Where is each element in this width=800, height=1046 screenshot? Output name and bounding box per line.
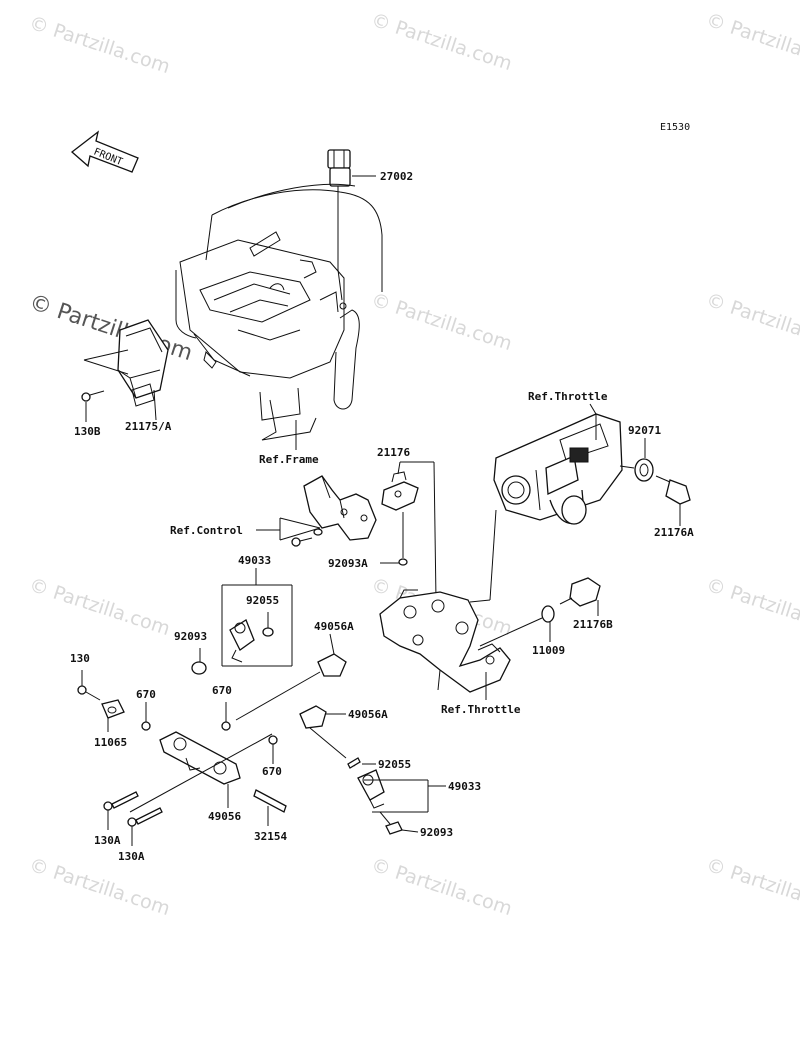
part-49056-fuel-rail bbox=[129, 731, 273, 813]
watermark: © Partzilla.com bbox=[703, 289, 800, 355]
part-11065-clamp bbox=[101, 699, 125, 732]
watermark: © Partzilla.com bbox=[703, 9, 800, 75]
label-92093-bottom: 92093 bbox=[420, 826, 453, 839]
part-27002-connector bbox=[327, 149, 376, 301]
label-130a-b: 130A bbox=[118, 850, 145, 863]
label-670-c: 670 bbox=[262, 765, 282, 778]
label-32154: 32154 bbox=[254, 830, 287, 843]
label-ref-frame: Ref.Frame bbox=[259, 453, 319, 466]
label-21175a: 21175/A bbox=[125, 420, 172, 433]
label-92055-bottom: 92055 bbox=[378, 758, 411, 771]
part-21175a-ecu bbox=[83, 319, 169, 421]
part-11009-gasket bbox=[479, 605, 555, 647]
part-130a-bolt-a bbox=[103, 791, 139, 830]
part-49056a-top bbox=[235, 633, 347, 721]
throttle-body-lower bbox=[379, 509, 511, 700]
label-ref-control: Ref.Control bbox=[170, 524, 243, 537]
label-21176b: 21176B bbox=[573, 618, 613, 631]
part-21176-sensor bbox=[381, 461, 437, 601]
label-11065: 11065 bbox=[94, 736, 127, 749]
lower-injector-group bbox=[347, 757, 446, 835]
label-670-a: 670 bbox=[136, 688, 156, 701]
watermark: © Partzilla.com bbox=[26, 12, 172, 78]
watermark: © Partzilla.com bbox=[703, 854, 800, 920]
label-27002: 27002 bbox=[380, 170, 413, 183]
watermark: © Partzilla.com bbox=[368, 854, 514, 920]
label-130: 130 bbox=[70, 652, 90, 665]
part-92071-oring bbox=[634, 438, 654, 482]
label-49056: 49056 bbox=[208, 810, 241, 823]
label-ref-throttle-top: Ref.Throttle bbox=[528, 390, 608, 403]
part-49056a-bottom bbox=[299, 705, 347, 759]
part-130-bolt bbox=[77, 670, 101, 701]
part-21176a-sensor bbox=[655, 475, 691, 526]
label-11009: 11009 bbox=[532, 644, 565, 657]
watermark: © Partzilla.com bbox=[703, 574, 800, 640]
part-21176b-sensor bbox=[559, 577, 601, 616]
frame-assembly bbox=[175, 183, 383, 450]
watermark: © Partzilla.com bbox=[368, 289, 514, 355]
part-670-oring-c bbox=[268, 735, 278, 764]
diagram-code: E1530 bbox=[660, 122, 690, 133]
label-92071: 92071 bbox=[628, 424, 661, 437]
watermark: © Partzilla.com bbox=[26, 574, 172, 640]
label-21176a: 21176A bbox=[654, 526, 694, 539]
part-670-oring-a bbox=[141, 702, 151, 731]
upper-injector-group bbox=[191, 568, 293, 675]
part-32154-pipe bbox=[253, 789, 287, 826]
label-130a-a: 130A bbox=[94, 834, 121, 847]
label-92093-top: 92093 bbox=[174, 630, 207, 643]
part-130b-bolt bbox=[81, 390, 105, 422]
part-92093a-cap bbox=[380, 512, 408, 566]
label-670-b: 670 bbox=[212, 684, 232, 697]
control-bolt bbox=[256, 517, 323, 547]
watermark: © Partzilla.com bbox=[368, 9, 514, 75]
watermark-layer: © Partzilla.com © Partzilla.com © Partzi… bbox=[26, 9, 800, 920]
part-670-oring-b bbox=[221, 702, 231, 731]
label-49033-bottom: 49033 bbox=[448, 780, 481, 793]
label-21176: 21176 bbox=[377, 446, 410, 459]
label-49033-top: 49033 bbox=[238, 554, 271, 567]
label-92055-top: 92055 bbox=[246, 594, 279, 607]
front-arrow-icon: FRONT bbox=[70, 130, 139, 173]
part-130a-bolt-b bbox=[127, 807, 163, 846]
label-49056a-top: 49056A bbox=[314, 620, 354, 633]
label-ref-throttle-bottom: Ref.Throttle bbox=[441, 703, 521, 716]
label-92093a: 92093A bbox=[328, 557, 368, 570]
watermark-dark: © Partzilla.com bbox=[26, 290, 195, 366]
throttle-body-upper bbox=[493, 403, 623, 525]
watermark: © Partzilla.com bbox=[26, 854, 172, 920]
control-bracket bbox=[303, 475, 377, 541]
label-49056a-bottom: 49056A bbox=[348, 708, 388, 721]
label-130b: 130B bbox=[74, 425, 101, 438]
